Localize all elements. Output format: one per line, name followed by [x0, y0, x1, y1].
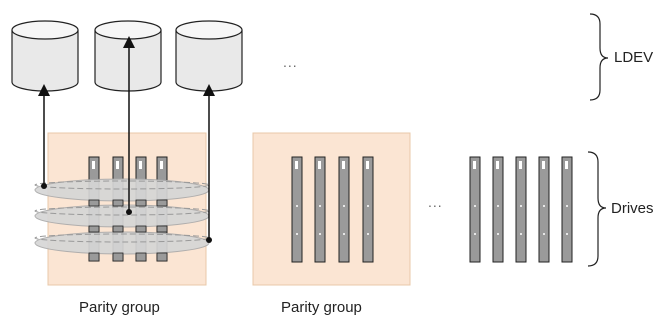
drive-group-3: [469, 156, 573, 263]
drives-brace: [587, 151, 607, 267]
drive-bar-icon: [469, 156, 481, 263]
drives-label: Drives: [611, 200, 654, 217]
drive-group-2: [291, 156, 374, 263]
parity-group-label-2: Parity group: [281, 299, 362, 316]
stripe-ring-icon-3: [34, 231, 210, 255]
drive-bar-icon: [338, 156, 350, 263]
stripe-ring-icon-2: [34, 204, 210, 228]
ldev-brace: [589, 13, 609, 101]
drive-bar-icon: [538, 156, 550, 263]
ldev-cylinder-icon-1: [11, 20, 79, 92]
parity-group-box-2: [252, 132, 411, 286]
ldev-cylinder-icon-2: [94, 20, 162, 92]
ldev-label: LDEV: [614, 49, 654, 66]
parity-group-label-1: Parity group: [79, 299, 160, 316]
ldev-ellipsis: ...: [283, 54, 298, 70]
drives-ellipsis: ...: [428, 194, 443, 210]
drive-bar-icon: [561, 156, 573, 263]
stripe-ring-icon-1: [34, 178, 210, 202]
mapping-arrows: [38, 36, 215, 243]
drive-segments-front: [88, 199, 168, 262]
drive-bar-icon: [492, 156, 504, 263]
drive-bar-icon: [291, 156, 303, 263]
drive-bar-icon: [515, 156, 527, 263]
ldev-cylinder-icon-3: [175, 20, 243, 92]
drive-bar-icon: [314, 156, 326, 263]
drive-detail-marks: [92, 161, 568, 169]
drive-detail-dots: [296, 205, 568, 235]
drive-bar-icon: [362, 156, 374, 263]
